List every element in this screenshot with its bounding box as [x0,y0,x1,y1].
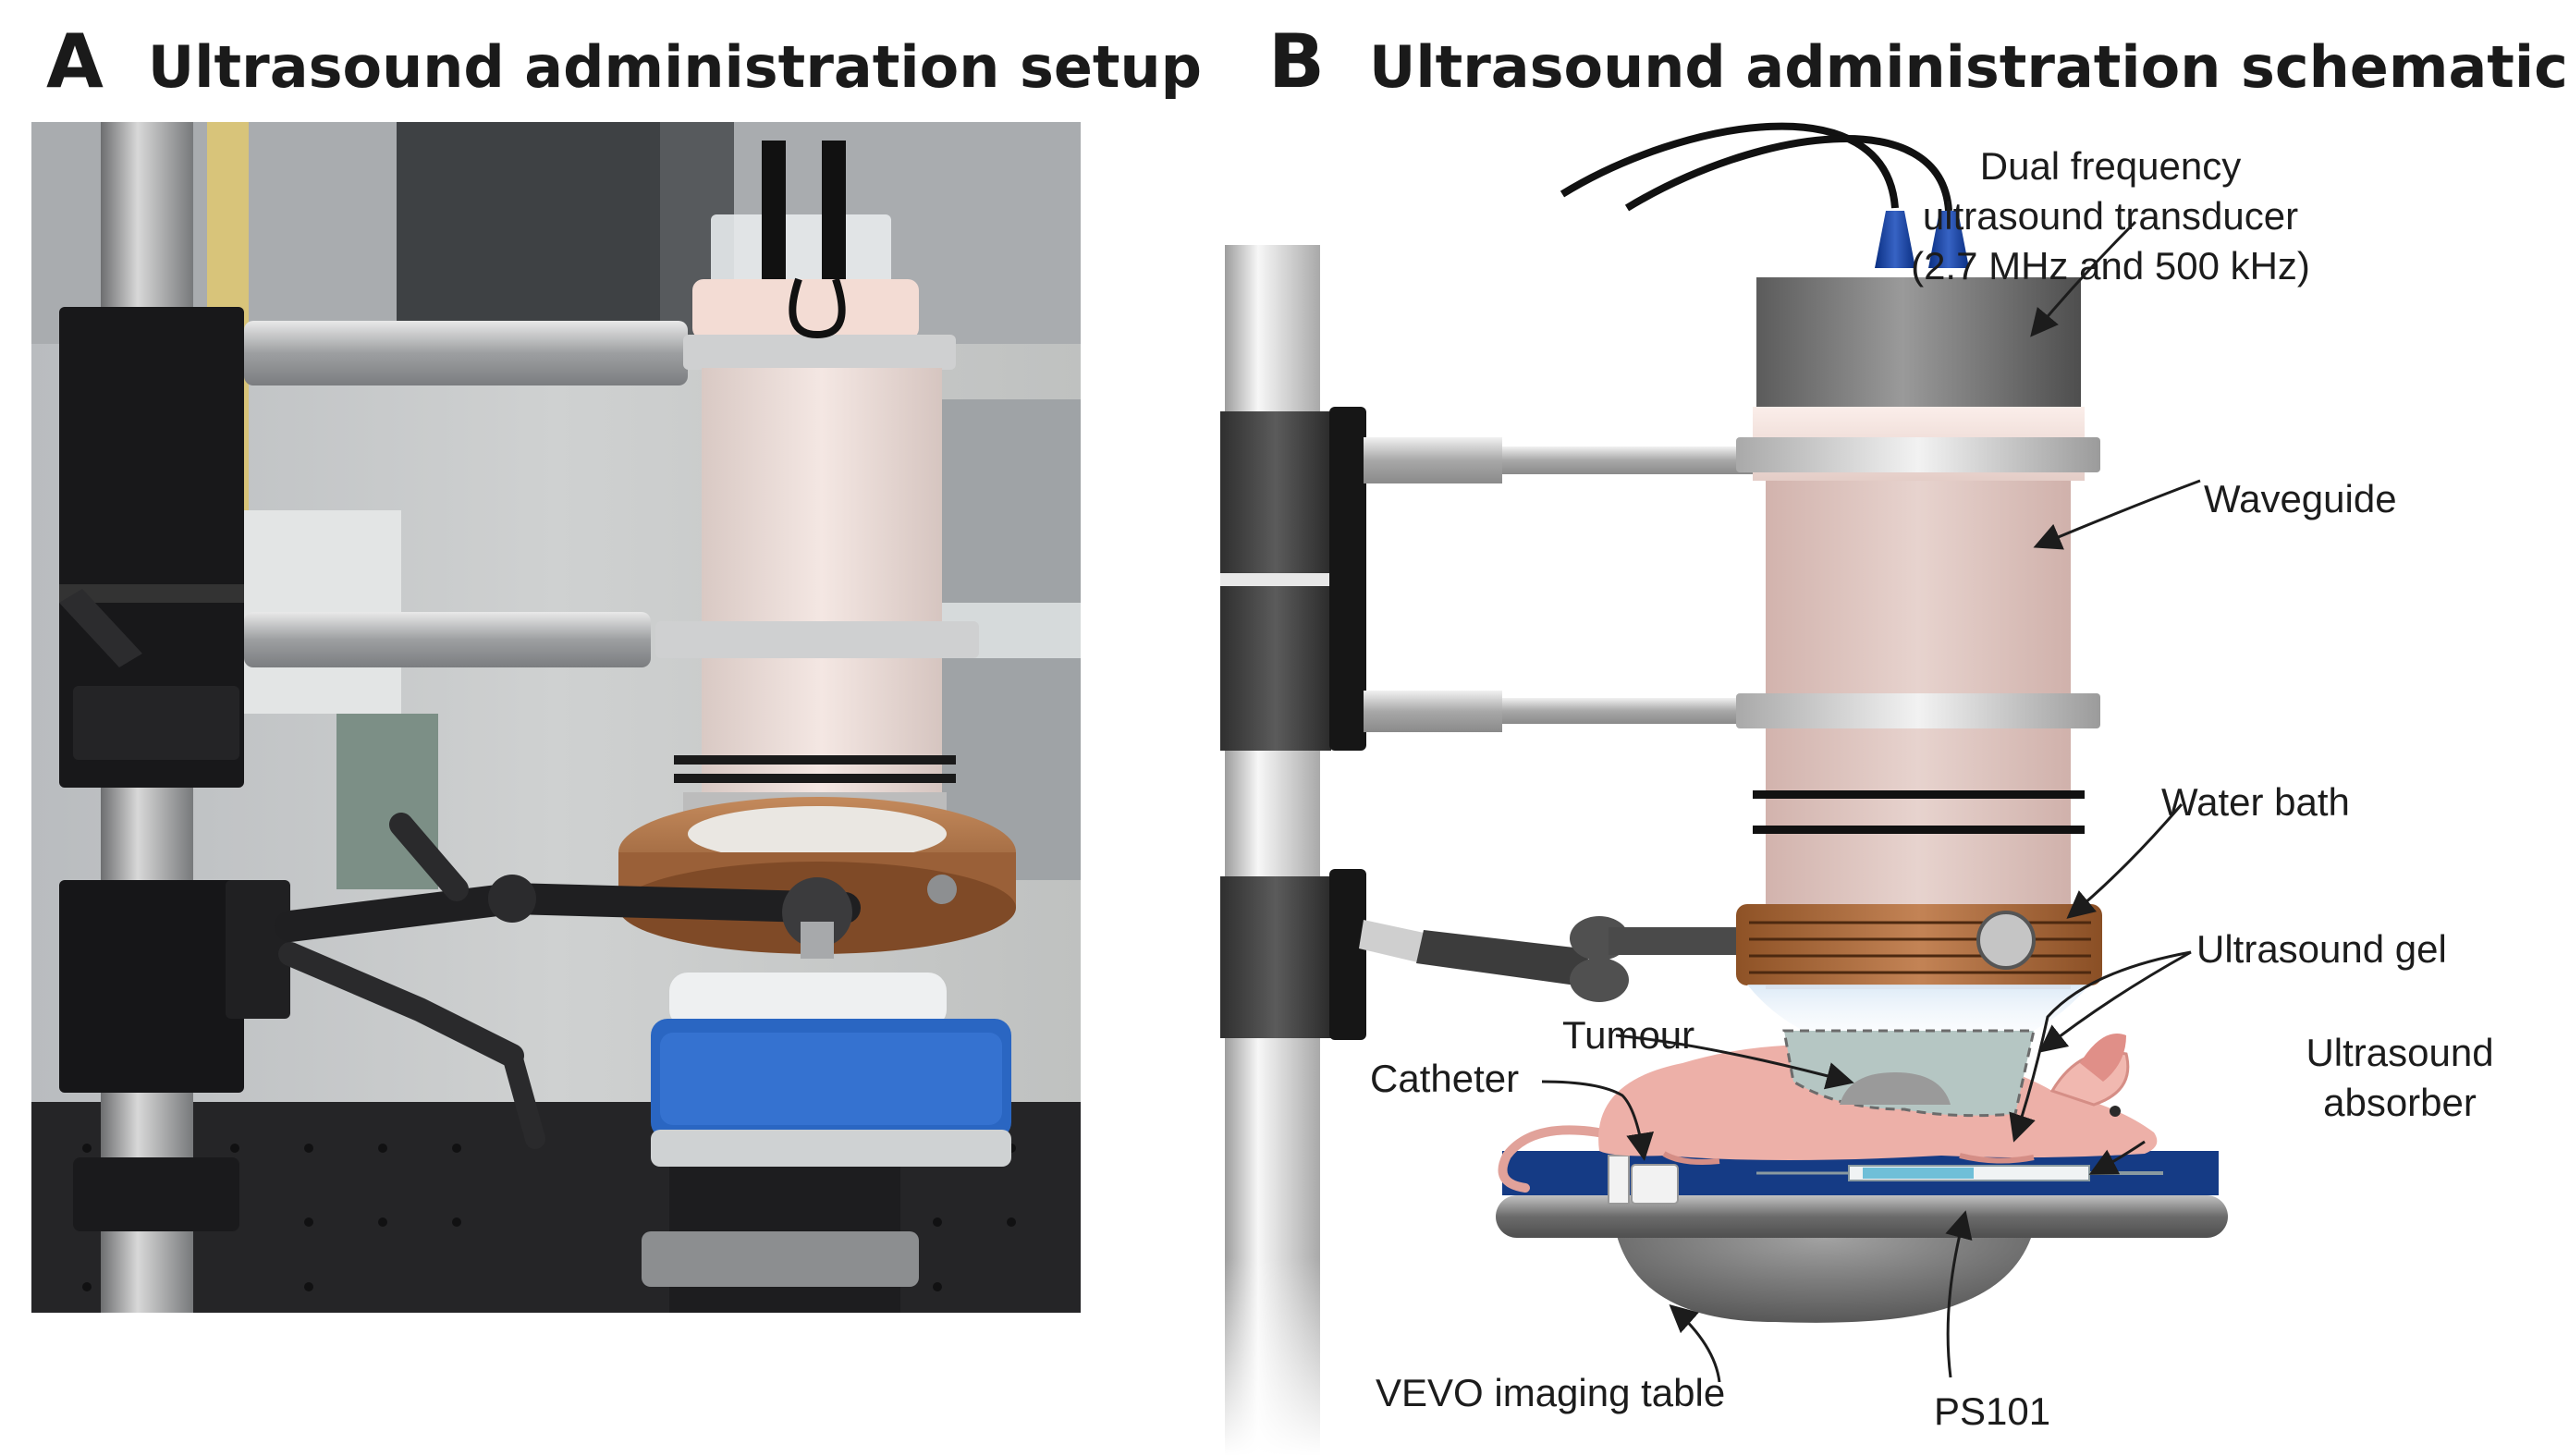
setup-photo [31,122,1081,1313]
absorber-label-line1: Ultrasound [2306,1031,2494,1074]
tumour-label: Tumour [1562,1013,1695,1057]
waveguide-label: Waveguide [2204,477,2397,520]
absorber-label-line2: absorber [2323,1081,2477,1124]
panel-b-heading: B Ultrasound administration schematic [1268,18,2568,104]
post-clamps [1220,407,1366,1040]
transducer-label-line3: (2.7 MHz and 500 kHz) [1911,244,2310,288]
waveguide [1736,407,2100,989]
transducer-label-line1: Dual frequency [1979,144,2242,188]
tumour-and-gel [1782,1029,2036,1118]
catheter-label: Catheter [1370,1057,1520,1100]
ultrasound-gel-label: Ultrasound gel [2196,927,2447,971]
panel-a-heading: A Ultrasound administration setup [46,18,1202,104]
panel-a-letter: A [46,18,104,104]
ps101-label: PS101 [1934,1389,2051,1433]
panel-b-title: Ultrasound administration schematic [1368,33,2568,101]
water-bath-ring [1736,904,2102,985]
catheter-clip [1608,1155,1679,1205]
transducer-cables [1560,122,1952,212]
ultrasound-absorber-label: Ultrasound absorber [2233,1028,2566,1128]
transducer-connectors [1875,211,1969,268]
leader-arrows [1541,220,2201,1383]
transducer-label-line2: ultrasound transducer [1922,194,2299,238]
water-bath-label: Water bath [2161,780,2350,824]
panel-a-title: Ultrasound administration setup [147,33,1203,101]
panel-b-letter: B [1268,18,1325,104]
vevo-imaging-table-label: VEVO imaging table [1376,1371,1726,1414]
setup-schematic [1202,102,2569,1456]
transducer-label: Dual frequency ultrasound transducer (2.… [1879,141,2342,291]
imaging-table [1496,1195,2228,1323]
transducer-housing [1756,277,2081,409]
